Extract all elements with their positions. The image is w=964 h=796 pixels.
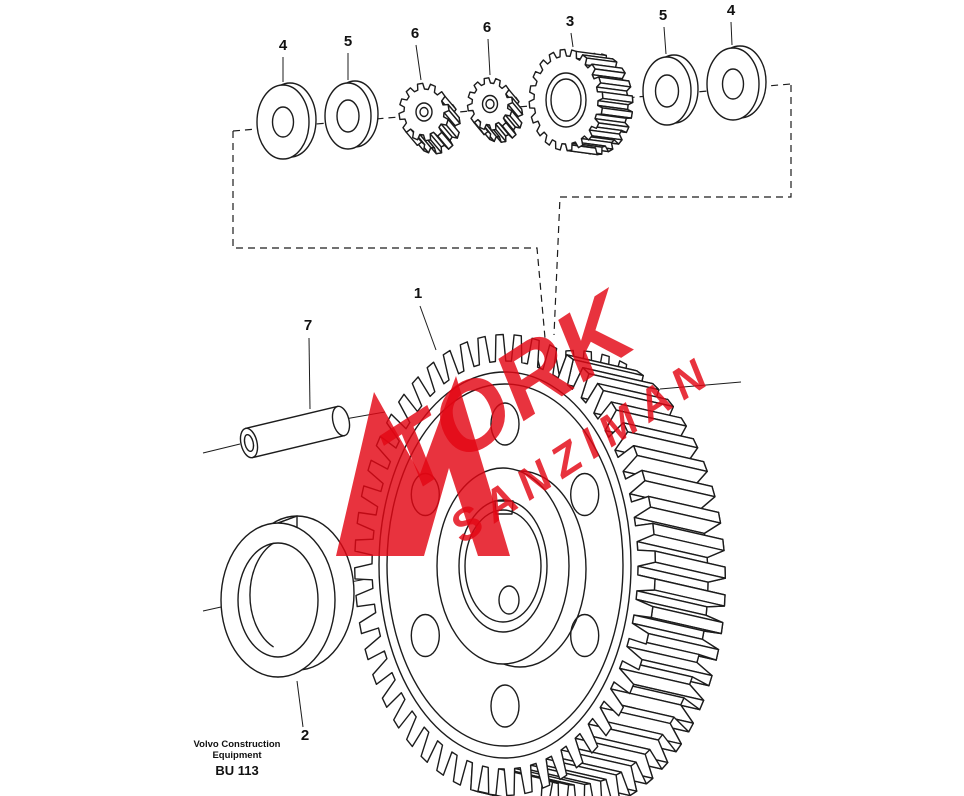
leader-washer-4-right bbox=[730, 21, 733, 46]
ring-axis-line-left bbox=[202, 606, 222, 612]
pin-bore bbox=[243, 433, 255, 453]
callout-ring: 2 bbox=[301, 727, 309, 744]
bearing-ring bbox=[220, 515, 355, 678]
callout-pin: 7 bbox=[304, 317, 312, 334]
small-gear-6-right bbox=[466, 77, 524, 143]
thrust-washer-4-left bbox=[256, 82, 317, 160]
ring-tangent-top bbox=[277, 515, 298, 524]
small-gear-6-left bbox=[398, 82, 461, 155]
callout-large-gear: 1 bbox=[414, 285, 422, 302]
leader-small-gear-right bbox=[487, 38, 491, 76]
watermark-logo bbox=[336, 376, 510, 556]
callout-washer-5-left: 5 bbox=[344, 33, 352, 50]
leader-washer-5-right bbox=[663, 26, 667, 55]
leader-pin bbox=[308, 337, 311, 410]
callout-washer-4-right: 4 bbox=[727, 2, 736, 19]
callout-small-gear-left: 6 bbox=[411, 25, 419, 42]
footer-brand-line1: Volvo Construction bbox=[194, 739, 281, 750]
figure-code: BU 113 bbox=[215, 763, 258, 778]
thrust-washer-5-left bbox=[324, 80, 379, 150]
pin bbox=[239, 405, 351, 459]
gear-axis-line-right bbox=[659, 381, 742, 390]
thrust-washer-5-right bbox=[642, 54, 699, 126]
footer-brand-line2: Equipment bbox=[212, 750, 262, 761]
callouts: 4 5 6 6 3 5 4 1 7 2 bbox=[279, 2, 736, 744]
pin-body bbox=[244, 405, 346, 459]
left-bracket-dashed-line bbox=[232, 131, 546, 339]
leader-pinion bbox=[570, 32, 574, 48]
callout-washer-4-left: 4 bbox=[279, 37, 288, 54]
pinion-gear-3 bbox=[528, 48, 634, 156]
leader-ring bbox=[296, 680, 304, 728]
ring-inner-wall bbox=[249, 542, 274, 648]
pin-axis-line-left bbox=[202, 443, 241, 454]
thrust-washer-4-right bbox=[706, 45, 767, 121]
callout-washer-5-right: 5 bbox=[659, 7, 667, 24]
footer: Volvo Construction Equipment BU 113 bbox=[194, 739, 281, 778]
leader-small-gear-left bbox=[415, 44, 422, 81]
right-bracket-dashed-line bbox=[553, 85, 792, 336]
callout-small-gear-right: 6 bbox=[483, 19, 491, 36]
pin-end-right bbox=[331, 405, 351, 437]
callout-pinion: 3 bbox=[566, 13, 574, 30]
leader-large-gear bbox=[419, 305, 437, 351]
